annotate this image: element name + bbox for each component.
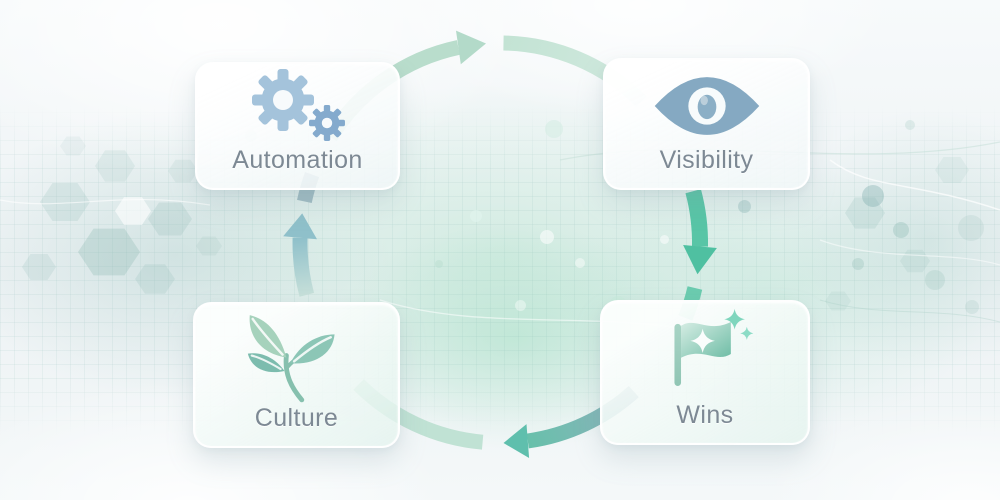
bokeh-dot	[660, 235, 669, 244]
bokeh-dot	[575, 258, 585, 268]
node-label-culture: Culture	[254, 404, 339, 432]
node-card-wins: Wins	[600, 300, 810, 445]
edge-visibility-wins	[685, 189, 709, 247]
bokeh-dot	[958, 215, 984, 241]
node-card-visibility: Visibility	[603, 58, 810, 190]
arrowhead-top	[456, 30, 486, 65]
node-label-wins: Wins	[676, 401, 734, 429]
arrowhead-left	[283, 213, 317, 240]
bokeh-dot	[905, 120, 915, 130]
hexagon-decoration	[196, 236, 222, 256]
bokeh-dot	[925, 270, 945, 290]
bokeh-dot	[470, 210, 482, 222]
node-label-visibility: Visibility	[659, 146, 754, 174]
node-label-automation: Automation	[232, 146, 363, 174]
flag-sparkles-icon	[654, 301, 756, 401]
bokeh-dot	[540, 230, 554, 244]
bokeh-dot	[862, 185, 884, 207]
bokeh-dot	[515, 300, 526, 311]
arrowhead-right	[683, 245, 717, 275]
bokeh-dot	[738, 200, 751, 213]
hexagon-decoration	[845, 197, 885, 229]
bokeh-dot	[893, 222, 909, 238]
hexagon-decoration	[935, 157, 969, 183]
hexagon-decoration	[60, 136, 86, 156]
node-card-automation: Automation	[195, 62, 400, 190]
bokeh-dot	[545, 120, 563, 138]
hexagon-decoration	[825, 291, 851, 311]
bokeh-dot	[852, 258, 864, 270]
edge-culture-automation	[292, 237, 315, 297]
eye-icon	[651, 60, 763, 146]
bokeh-dot	[965, 300, 979, 314]
arrowhead-bottom	[503, 424, 530, 458]
background-grid	[0, 105, 1000, 435]
hexagon-decoration	[168, 159, 198, 183]
gears-icon	[242, 60, 354, 146]
plant-icon	[244, 304, 350, 404]
node-card-culture: Culture	[193, 302, 400, 448]
bokeh-dot	[435, 260, 443, 268]
hexagon-decoration	[135, 264, 175, 294]
